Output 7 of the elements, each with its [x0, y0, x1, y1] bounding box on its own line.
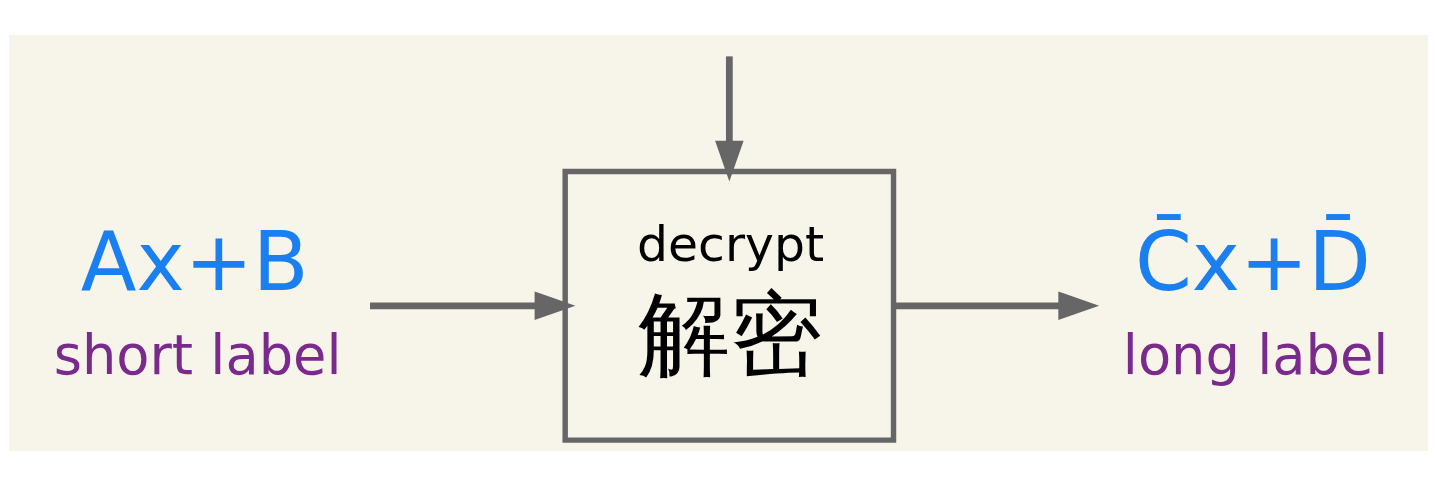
node-box: decrypt 解密 [562, 168, 897, 443]
arrow [715, 55, 744, 182]
node-text: Ax+B [80, 213, 309, 309]
node-label: long label [1122, 323, 1389, 387]
node-text: C̄x+D̄ [1135, 213, 1371, 309]
arrow [893, 291, 1100, 320]
node-label: short label [53, 323, 342, 387]
